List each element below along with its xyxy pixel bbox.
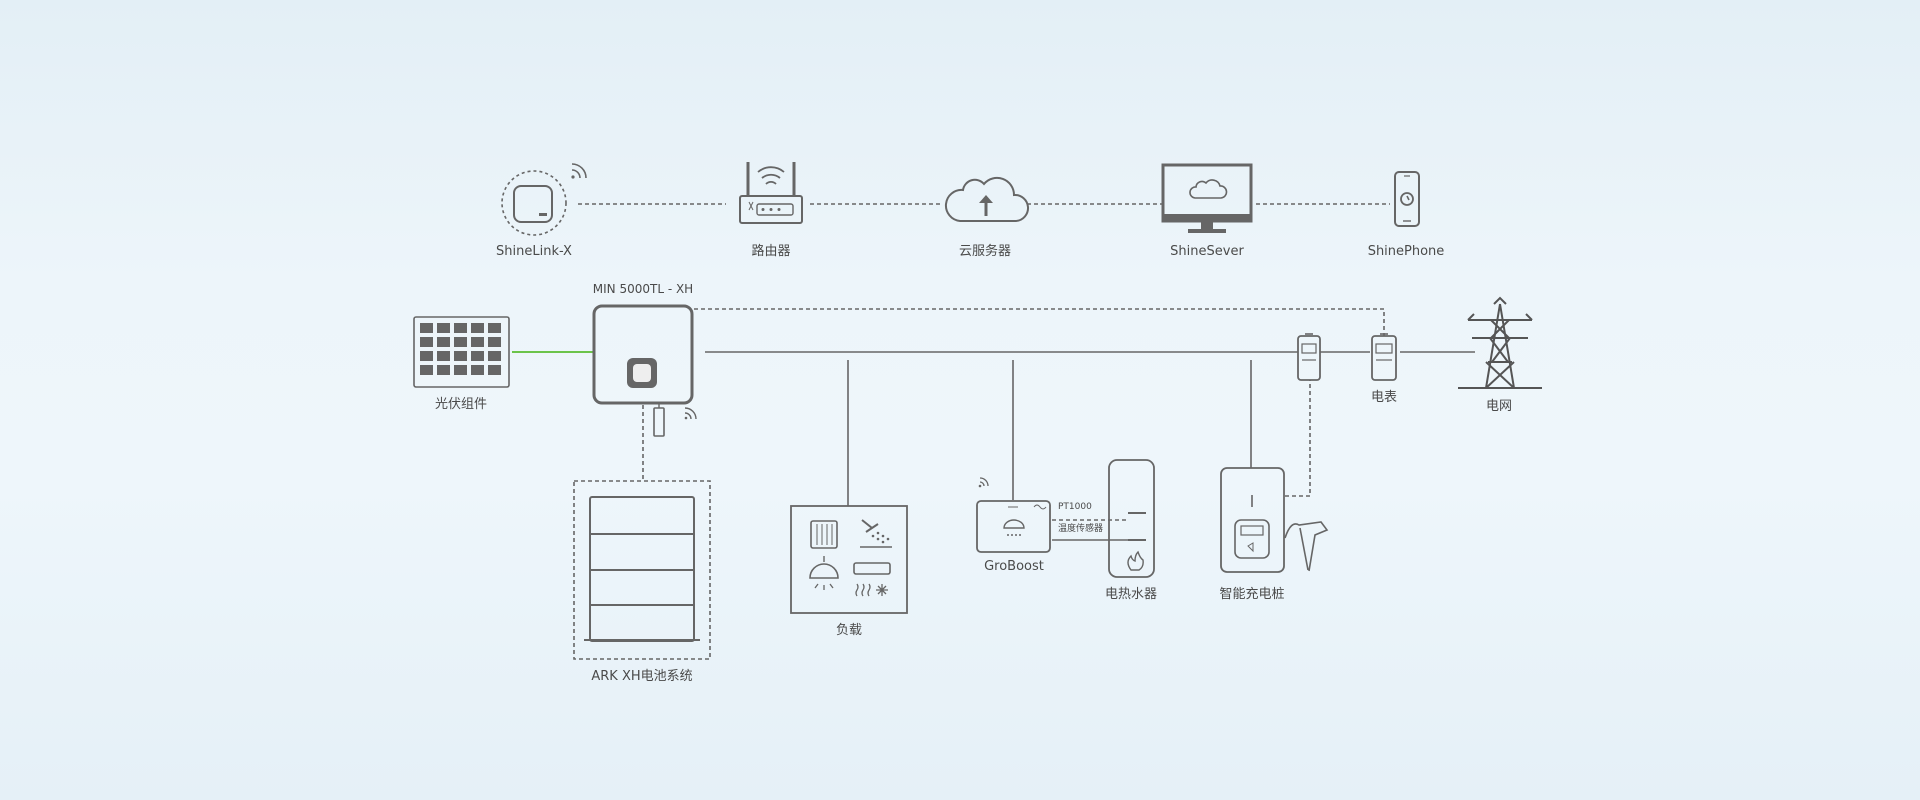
household-load-icon (790, 505, 908, 614)
grid-label: 电网 (1486, 399, 1512, 414)
router-label: 路由器 (751, 243, 790, 259)
air-conditioner-icon (853, 562, 891, 597)
server-label: ShineSever (1170, 244, 1244, 259)
battery-stack-icon (573, 480, 711, 660)
solar-panel-icon (413, 316, 510, 388)
sensor-code-label: PT1000 (1058, 502, 1092, 512)
transmission-tower-icon (1458, 296, 1542, 389)
link-inverter-meter (694, 308, 1385, 336)
monitor-cloud-icon (1161, 163, 1253, 233)
meter-label: 电表 (1371, 390, 1397, 405)
water-heater-icon (1108, 459, 1155, 578)
load-label: 负载 (836, 623, 862, 638)
battery-label: ARK XH电池系统 (591, 669, 692, 684)
inverter-label: MIN 5000TL - XH (593, 282, 693, 296)
shinelink-label: ShineLink-X (496, 244, 572, 259)
connection-lines (512, 203, 1475, 541)
ev-charger-icon (1220, 467, 1329, 573)
ceiling-lamp-icon (809, 556, 839, 590)
charger-label: 智能充电桩 (1219, 586, 1284, 602)
router-icon (739, 162, 803, 224)
cloud-label: 云服务器 (959, 243, 1011, 259)
shower-icon (860, 519, 892, 548)
sensor-name-label: 温度传感器 (1058, 522, 1103, 534)
inverter-icon (592, 304, 697, 437)
radiator-icon (810, 520, 838, 549)
link-charger-meter (1285, 380, 1311, 497)
smartphone-icon (1394, 171, 1420, 227)
phone-label: ShinePhone (1368, 244, 1445, 259)
groboost-label: GroBoost (984, 559, 1044, 574)
pv-label: 光伏组件 (435, 397, 487, 412)
groboost-controller-icon (976, 477, 1051, 553)
wifi-dongle-icon (501, 163, 587, 236)
cloud-upload-icon (944, 176, 1029, 222)
water-heater-label: 电热水器 (1105, 587, 1157, 602)
power-meter-icon (1297, 333, 1321, 381)
power-meter-icon-2 (1371, 333, 1397, 381)
